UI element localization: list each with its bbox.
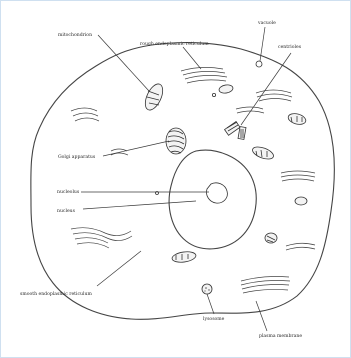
smooth-er-cluster-1 bbox=[71, 228, 132, 248]
mitochondrion-1 bbox=[142, 81, 167, 112]
leader-plasma-membrane bbox=[256, 301, 267, 331]
rough-er-cluster-5 bbox=[241, 277, 290, 294]
label-mitochondrion: mitochondrion bbox=[58, 32, 92, 38]
mitochondrion-7 bbox=[295, 197, 307, 205]
mitochondrion-2 bbox=[251, 145, 275, 162]
label-nucleus: nucleus bbox=[57, 208, 76, 214]
mitochondrion-6 bbox=[218, 84, 233, 94]
centrioles-shape bbox=[225, 122, 246, 140]
rough-er-cluster-4 bbox=[281, 171, 315, 181]
leader-nucleus bbox=[83, 201, 196, 209]
mitochondrion-4 bbox=[171, 250, 196, 263]
label-lysosome: lysosome bbox=[203, 316, 225, 322]
label-smooth-er: smooth endoplasmic reticulum bbox=[20, 291, 92, 297]
mitochondrion-3 bbox=[287, 112, 307, 126]
leader-lysosome bbox=[207, 294, 214, 314]
label-vacuole: vacuole bbox=[257, 20, 276, 26]
label-plasma-membrane: plasma membrane bbox=[259, 333, 302, 339]
label-centrioles: centrioles bbox=[278, 44, 302, 50]
label-rough-er: rough endoplasmic reticulum bbox=[140, 41, 209, 47]
cell-plasma-membrane bbox=[31, 43, 335, 320]
leader-smooth-er bbox=[97, 251, 141, 286]
lysosome-shape bbox=[202, 284, 212, 294]
vesicle bbox=[212, 93, 215, 96]
mitochondrion-5 bbox=[265, 233, 277, 243]
leader-golgi bbox=[103, 141, 169, 156]
label-nucleolus: nucleolus bbox=[57, 189, 80, 195]
leader-centrioles bbox=[241, 53, 291, 125]
rough-er-cluster-1 bbox=[181, 67, 227, 83]
vacuole-shape bbox=[256, 61, 262, 67]
nucleolus-shape bbox=[206, 183, 227, 203]
rough-er-cluster-6 bbox=[286, 243, 315, 250]
nucleus-shape bbox=[169, 150, 256, 249]
label-golgi: Golgi apparatus bbox=[58, 154, 96, 160]
smooth-er-cluster-2 bbox=[71, 108, 99, 121]
leader-rough-er bbox=[183, 47, 201, 69]
